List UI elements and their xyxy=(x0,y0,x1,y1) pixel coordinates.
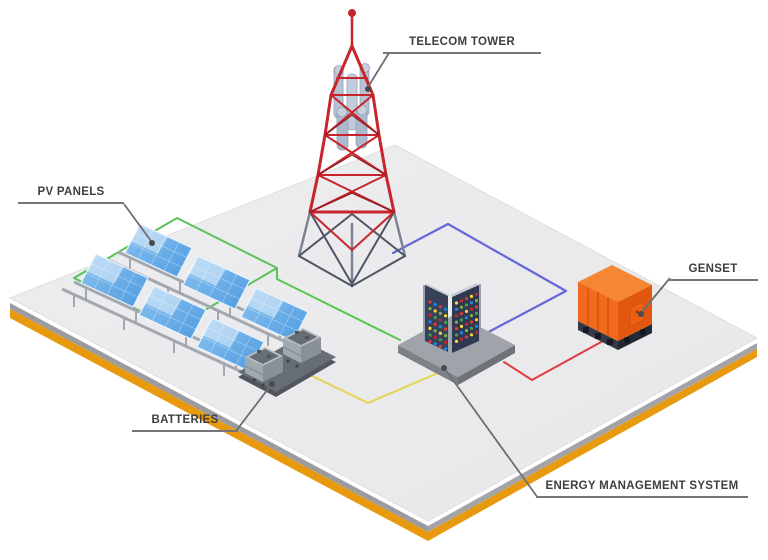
label-batteries: BATTERIES xyxy=(132,414,238,432)
label-pv-panels: PV PANELS xyxy=(18,186,124,204)
label-telecom-tower: TELECOM TOWER xyxy=(383,36,541,54)
connection-line-battery-yellow xyxy=(308,371,440,405)
ground-slab xyxy=(8,144,759,541)
pv-array xyxy=(61,223,309,376)
genset-unit xyxy=(578,265,652,350)
tower-beacon xyxy=(348,9,356,17)
genset-door xyxy=(629,300,645,328)
label-genset: GENSET xyxy=(668,263,758,281)
battery-unit xyxy=(244,347,283,382)
label-ems: ENERGY MANAGEMENT SYSTEM xyxy=(536,480,748,498)
connection-line-tower-blue xyxy=(391,222,568,338)
energy-management-system xyxy=(398,283,515,385)
ems-cabinet xyxy=(423,283,481,353)
connection-line-genset-red xyxy=(503,335,613,381)
ems-led-lights xyxy=(428,292,479,351)
battery-bank xyxy=(238,328,336,397)
callout-leaders xyxy=(123,52,671,499)
battery-unit xyxy=(282,328,321,363)
callout-dots xyxy=(149,86,644,387)
telecom-tower-graphic xyxy=(297,9,407,288)
